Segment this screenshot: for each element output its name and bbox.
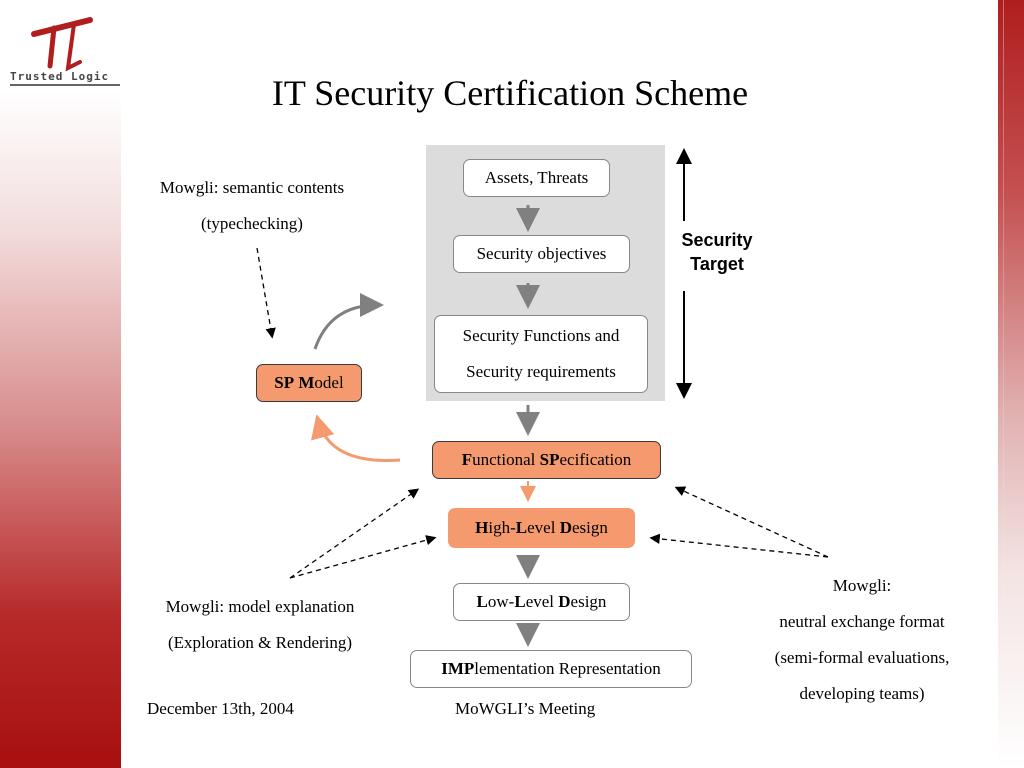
security-target-label-line2: Target — [690, 254, 744, 274]
high-level-design-label: High-Level Design — [475, 518, 608, 537]
semantic-contents-note-line2: (typechecking) — [201, 214, 303, 233]
dashed-arrow-model-to-fspec — [289, 488, 420, 579]
security-functions-line1: Security Functions and — [462, 326, 620, 345]
model-explanation-note-line1: Mowgli: model explanation — [165, 597, 355, 616]
arrow-fspec-to-spmodel — [311, 414, 401, 462]
implementation-representation-label: IMPlementation Representation — [441, 659, 661, 678]
dashed-arrow-model-to-hld — [289, 535, 437, 579]
dashed-arrow-neutral-to-fspec — [674, 486, 829, 558]
footer-date: December 13th, 2004 — [147, 699, 294, 718]
assets-threats-label: Assets, Threats — [484, 168, 589, 187]
right-band-highlight — [1003, 0, 1004, 768]
slide-title: IT Security Certification Scheme — [271, 73, 749, 113]
neutral-exchange-note-line2: neutral exchange format — [779, 612, 945, 631]
neutral-exchange-note-line4: developing teams) — [799, 684, 925, 703]
logo-text: Trusted Logic — [10, 70, 110, 83]
security-objectives-box: Security objectives — [453, 235, 630, 273]
sp-model-box: SP Model — [256, 364, 362, 402]
functional-specification-label: Functional SPecification — [461, 450, 632, 469]
logo: Trusted Logic — [0, 0, 121, 92]
security-target-label-line1: Security — [681, 230, 753, 250]
model-explanation-note-line2: (Exploration & Rendering) — [167, 633, 353, 652]
semantic-contents-note: Mowgli: semantic contents (typechecking) — [140, 170, 364, 242]
logo-mark-icon — [31, 17, 93, 72]
low-level-design-box: Low-Level Design — [453, 583, 630, 621]
sp-model-label: SP Model — [274, 373, 344, 392]
security-target-label: Security Target — [664, 228, 770, 276]
right-decorative-band — [998, 0, 1024, 768]
high-level-design-box: High-Level Design — [448, 508, 635, 548]
security-functions-line2: Security requirements — [466, 362, 616, 381]
low-level-design-label: Low-Level Design — [476, 592, 607, 611]
security-objectives-label: Security objectives — [476, 244, 607, 263]
arrow-spmodel-to-security-target — [313, 293, 384, 350]
neutral-exchange-note-line3: (semi-formal evaluations, — [774, 648, 950, 667]
dashed-arrow-semantic-to-spmodel — [256, 247, 276, 339]
dashed-arrow-neutral-to-hld — [649, 533, 829, 558]
footer-meeting: MoWGLI’s Meeting — [455, 699, 596, 718]
implementation-representation-box: IMPlementation Representation — [410, 650, 692, 688]
functional-specification-box: Functional SPecification — [432, 441, 661, 479]
model-explanation-note: Mowgli: model explanation (Exploration &… — [144, 589, 376, 661]
logo-underline — [10, 84, 120, 86]
left-decorative-band — [0, 0, 121, 768]
security-functions-box: Security Functions and Security requirem… — [434, 315, 648, 393]
semantic-contents-note-line1: Mowgli: semantic contents — [159, 178, 345, 197]
neutral-exchange-note-line1: Mowgli: — [832, 576, 892, 595]
assets-threats-box: Assets, Threats — [463, 159, 610, 197]
neutral-exchange-note: Mowgli: neutral exchange format (semi-fo… — [746, 568, 978, 712]
